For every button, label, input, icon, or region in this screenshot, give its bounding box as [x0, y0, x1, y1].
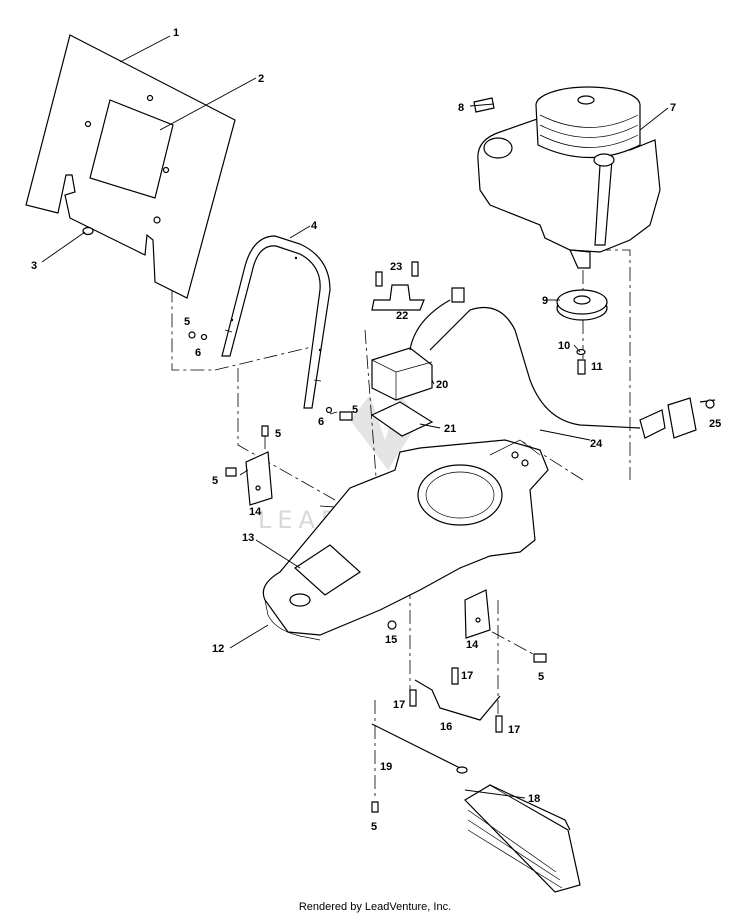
callout-7: 7 — [670, 102, 676, 114]
callout-2: 2 — [258, 73, 264, 85]
part-21-pad — [370, 401, 434, 437]
callout-15: 15 — [385, 634, 397, 646]
callouts: 1 2 3 4 5 6 5 6 5 5 7 8 9 10 11 12 13 14… — [31, 27, 721, 833]
callout-14-b: 14 — [466, 639, 479, 651]
part-16-rod — [414, 679, 501, 721]
callout-5-e: 5 — [538, 671, 544, 683]
callout-8: 8 — [458, 102, 464, 114]
part-22-bracket — [371, 284, 425, 311]
callout-5-c: 5 — [275, 428, 281, 440]
part-15-nut — [387, 620, 397, 630]
callout-3: 3 — [31, 260, 37, 272]
part-18-brush — [464, 784, 581, 893]
part-14-brackets — [245, 451, 491, 639]
callout-24: 24 — [590, 438, 603, 450]
parts-10-11-washer-bolt — [576, 348, 586, 375]
part-25-keyswitch — [667, 397, 716, 439]
callout-12: 12 — [212, 643, 224, 655]
callout-16: 16 — [440, 721, 452, 733]
leader-lines — [41, 35, 669, 799]
callout-22: 22 — [396, 310, 408, 322]
callout-5-a: 5 — [184, 316, 190, 328]
callout-4: 4 — [311, 220, 318, 232]
callout-5-d: 5 — [212, 475, 218, 487]
callout-6-a: 6 — [195, 347, 201, 359]
callout-10: 10 — [558, 340, 570, 352]
misc-hardware — [225, 425, 547, 813]
callout-20: 20 — [436, 379, 448, 391]
callout-11: 11 — [591, 361, 603, 373]
callout-6-b: 6 — [318, 416, 324, 428]
part-13-label — [294, 544, 361, 596]
callout-17-c: 17 — [508, 724, 520, 736]
part-4-handle — [221, 235, 331, 409]
part-9-pulley — [556, 289, 608, 321]
callout-19: 19 — [380, 761, 392, 773]
callout-1: 1 — [173, 27, 179, 39]
part-20-module — [371, 347, 433, 401]
handle-hardware — [188, 331, 353, 421]
part-1-panel — [25, 34, 236, 299]
callout-23: 23 — [390, 261, 402, 273]
callout-5-b: 5 — [352, 404, 358, 416]
part-19-link — [371, 723, 468, 774]
part-17-bolts — [409, 667, 503, 733]
callout-9: 9 — [542, 295, 548, 307]
callout-5-f: 5 — [371, 821, 377, 833]
callout-17-b: 17 — [393, 699, 405, 711]
footer-credit: Rendered by LeadVenture, Inc. — [298, 901, 452, 913]
callout-25: 25 — [709, 418, 721, 430]
part-23-screws — [375, 261, 419, 287]
part-3-pin — [82, 226, 94, 236]
callout-17-a: 17 — [461, 670, 473, 682]
callout-13: 13 — [242, 532, 254, 544]
callout-14-a: 14 — [249, 506, 262, 518]
part-12-deck — [262, 439, 549, 641]
callout-18: 18 — [528, 793, 540, 805]
part-7-engine — [477, 86, 661, 269]
part-24-harness — [409, 287, 666, 439]
callout-21: 21 — [444, 423, 456, 435]
